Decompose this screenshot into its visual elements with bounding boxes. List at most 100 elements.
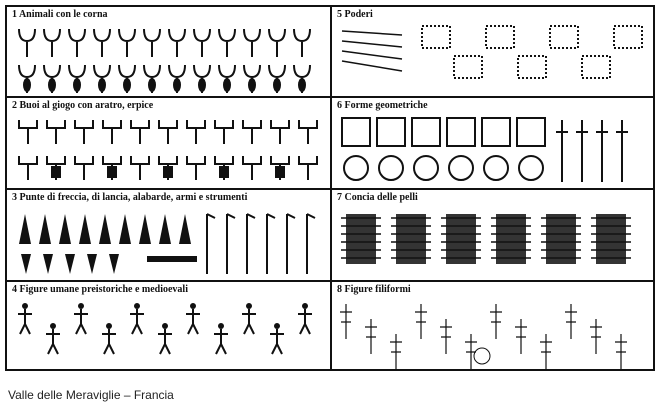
glyph-mark (99, 214, 111, 244)
glyph-mark (390, 334, 402, 369)
glyph-mark (18, 156, 38, 180)
glyph-mark (186, 309, 200, 335)
glyph-mark (446, 214, 476, 264)
glyph-mark (446, 117, 476, 147)
glyph-mark (93, 28, 111, 57)
panel-stick-figures: 8 Figure filiformi (332, 282, 653, 369)
glyph-mark (123, 78, 131, 92)
glyph-mark (59, 214, 71, 244)
glyph-mark (50, 323, 56, 329)
glyph-mark (143, 28, 161, 57)
glyph-mark (22, 303, 28, 309)
glyph-mark (130, 120, 150, 144)
glyph-mark (242, 120, 262, 144)
yoked-oxen-glyphs (18, 120, 318, 180)
glyph-mark (483, 155, 509, 181)
glyph-mark (576, 120, 588, 182)
panel-title: 3 Punte di freccia, di lancia, alabarde,… (12, 192, 248, 203)
glyph-mark (106, 323, 112, 329)
glyph-mark (546, 214, 576, 264)
glyph-mark (158, 329, 172, 355)
glyph-mark (73, 78, 81, 92)
glyph-mark (43, 254, 53, 274)
glyph-mark (270, 120, 290, 144)
glyph-mark (130, 309, 144, 335)
glyph-mark (214, 120, 234, 144)
glyph-mark (78, 303, 84, 309)
panel-title: 1 Animali con le corna (12, 9, 108, 20)
glyph-mark (341, 60, 403, 72)
glyph-mark (516, 117, 546, 147)
glyph-mark (218, 323, 224, 329)
glyph-mark (298, 309, 312, 335)
glyph-mark (485, 25, 515, 49)
glyph-mark (159, 214, 171, 244)
glyph-mark (21, 254, 31, 274)
glyph-mark (218, 28, 236, 57)
glyph-mark (396, 214, 426, 264)
glyph-mark (198, 78, 206, 92)
glyph-mark (158, 120, 178, 144)
glyph-mark (341, 117, 371, 147)
glyph-mark (74, 309, 88, 335)
glyph-mark (378, 155, 404, 181)
glyph-mark (517, 55, 547, 79)
fields-glyphs (341, 25, 643, 79)
glyph-mark (565, 304, 577, 339)
glyph-mark (148, 78, 156, 92)
glyph-mark (306, 213, 316, 274)
glyph-mark (549, 25, 579, 49)
glyph-mark (293, 28, 311, 57)
glyph-mark (74, 156, 94, 180)
panel-weapons: 3 Punte di freccia, di lancia, alabarde,… (7, 190, 332, 282)
glyph-mark (298, 78, 306, 92)
glyph-mark (275, 166, 285, 178)
stick-figures-glyphs (340, 304, 627, 369)
glyph-mark (365, 319, 377, 354)
glyph-mark (190, 303, 196, 309)
glyph-mark (134, 303, 140, 309)
human-figures-glyphs (18, 303, 312, 355)
glyph-mark (79, 214, 91, 244)
glyph-mark (193, 28, 211, 57)
glyph-mark (490, 304, 502, 339)
glyph-mark (298, 156, 318, 180)
panel-horned-animals: 1 Animali con le corna (7, 7, 332, 98)
glyph-mark (147, 256, 197, 262)
glyph-mark (162, 323, 168, 329)
glyph-mark (74, 120, 94, 144)
glyph-mark (246, 213, 256, 274)
glyph-mark (298, 120, 318, 144)
panel-human-figures: 4 Figure umane preistoriche e medioevali (7, 282, 332, 369)
glyph-mark (273, 78, 281, 92)
glyph-mark (46, 329, 60, 355)
glyph-mark (118, 28, 136, 57)
glyph-mark (18, 28, 36, 57)
glyph-mark (270, 329, 284, 355)
glyph-mark (453, 55, 483, 79)
glyph-mark (341, 50, 403, 60)
glyph-mark (556, 120, 568, 182)
glyph-mark (68, 28, 86, 57)
glyph-mark (481, 117, 511, 147)
glyph-mark (163, 166, 173, 178)
glyph-mark (448, 155, 474, 181)
glyph-mark (515, 319, 527, 354)
glyph-mark (43, 28, 61, 57)
glyph-mark (415, 304, 427, 339)
panel-title: 8 Figure filiformi (337, 284, 411, 295)
glyph-mark (23, 78, 31, 92)
glyph-mark (51, 166, 61, 178)
glyph-mark (139, 214, 151, 244)
glyph-mark (411, 117, 441, 147)
glyph-mark (518, 155, 544, 181)
glyph-mark (341, 40, 403, 48)
glyph-mark (109, 254, 119, 274)
panel-hides: 7 Concia delle pelli (332, 190, 653, 282)
glyph-mark (39, 214, 51, 244)
glyph-mark (341, 30, 403, 36)
glyph-mark (615, 334, 627, 369)
glyph-mark (219, 166, 229, 178)
glyph-mark (242, 156, 262, 180)
glyph-mark (173, 78, 181, 92)
